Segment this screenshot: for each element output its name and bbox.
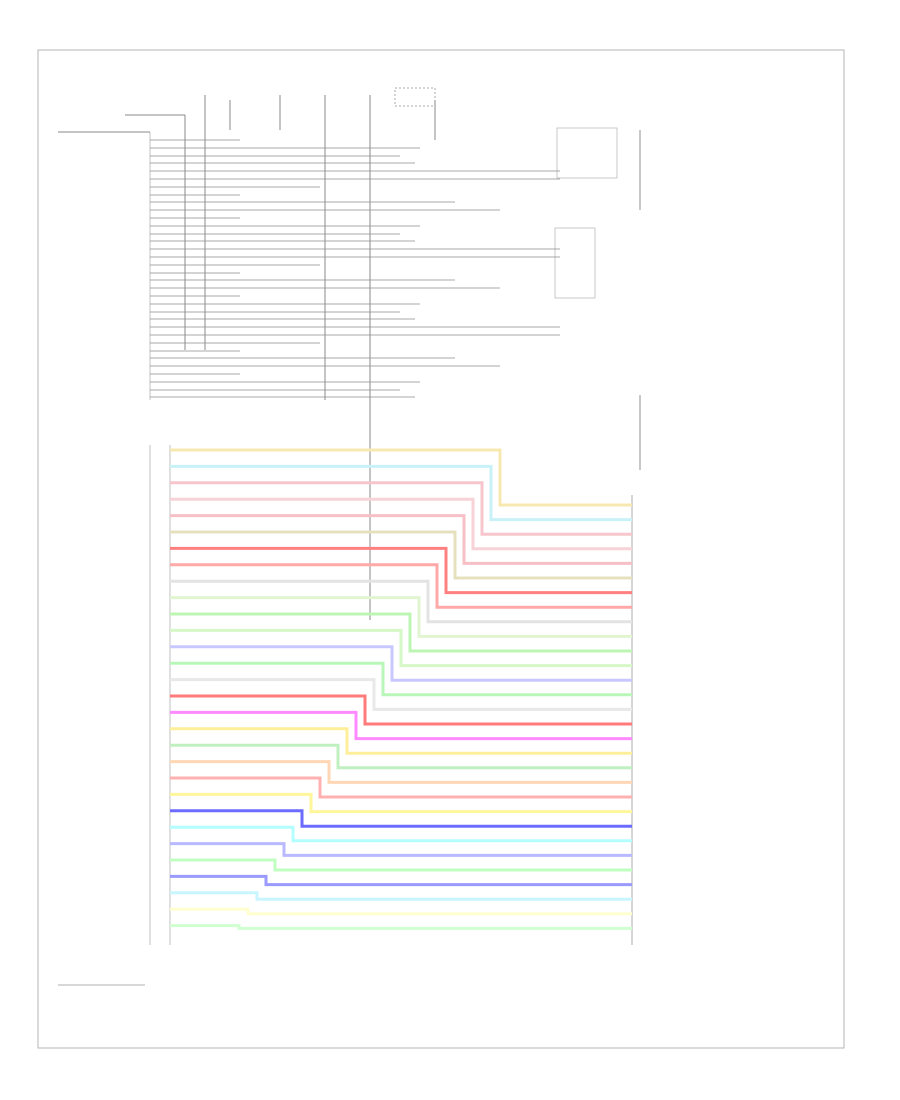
colored-wire: [170, 481, 632, 536]
colored-wire: [170, 891, 632, 901]
colored-wire: [170, 809, 632, 828]
colored-wire: [170, 546, 632, 595]
colored-wire: [170, 874, 632, 887]
top-switch-group: [125, 87, 436, 620]
colored-wire: [170, 579, 632, 624]
colored-wire: [170, 710, 632, 741]
colored-wire: [170, 907, 632, 916]
colored-wire: [170, 497, 632, 551]
colored-wire: [170, 858, 632, 872]
colored-wire: [170, 694, 632, 726]
colored-wire: [170, 792, 632, 814]
colored-wire: [170, 760, 632, 784]
colored-wire: [170, 924, 632, 930]
colored-wire: [170, 448, 632, 507]
colored-wire: [170, 743, 632, 770]
colored-wire: [170, 727, 632, 755]
colored-wire: [170, 612, 632, 653]
diagram-border: [37, 49, 845, 1049]
colored-wire: [170, 628, 632, 668]
colored-wire: [170, 661, 632, 697]
colored-wire: [170, 530, 632, 580]
colored-wire: [170, 645, 632, 682]
colored-wire: [170, 563, 632, 609]
colored-wire: [170, 514, 632, 565]
colored-wire: [170, 678, 632, 711]
colored-wire: [170, 464, 632, 522]
wire-group: [170, 448, 632, 930]
lower-connector: [149, 445, 171, 945]
colored-wire: [170, 776, 632, 799]
right-connectors: [554, 127, 641, 470]
upper-connector: [58, 131, 151, 400]
short-leads: [150, 139, 560, 398]
colored-wire: [170, 842, 632, 857]
colored-wire: [170, 825, 632, 843]
colored-wire: [170, 596, 632, 638]
